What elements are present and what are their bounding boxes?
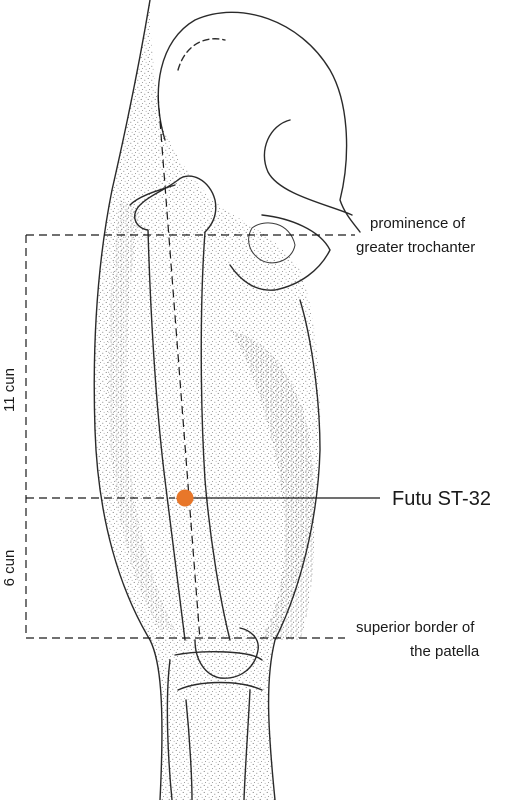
femur-axis-line xyxy=(157,94,201,641)
acupoint-marker xyxy=(176,489,194,507)
thigh-silhouette xyxy=(94,0,321,800)
trochanter-label-line1: prominence of xyxy=(370,215,466,232)
lower-measure-label: 6 cun xyxy=(1,550,18,587)
patella-label-line2: the patella xyxy=(410,643,480,660)
point-label: Futu ST-32 xyxy=(392,488,491,510)
upper-measure-label: 11 cun xyxy=(1,368,18,412)
pelvis-outline xyxy=(157,11,361,291)
thigh-outline xyxy=(93,0,321,800)
knee-outline xyxy=(166,627,263,800)
trochanter-label-line2: greater trochanter xyxy=(356,239,475,256)
patella-label-line1: superior border of xyxy=(356,619,475,636)
reference-lines xyxy=(25,94,380,641)
femur-outline xyxy=(129,175,231,641)
